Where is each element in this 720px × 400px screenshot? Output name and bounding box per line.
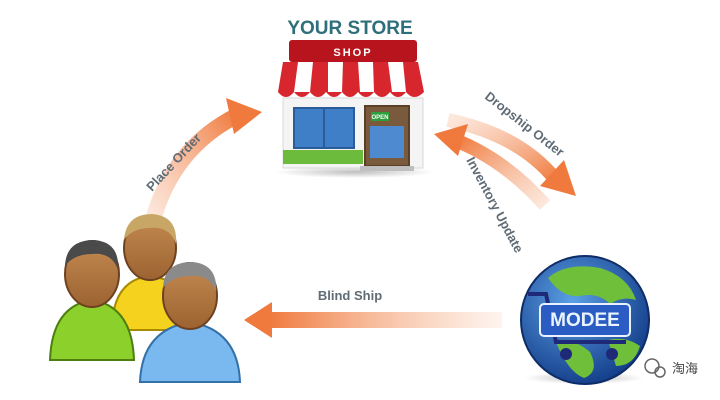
store-building [275, 40, 435, 178]
blind-ship-arrow [244, 302, 502, 338]
place-order-arrow [142, 98, 262, 234]
awning [278, 62, 428, 97]
supplier-globe [520, 255, 650, 385]
cart-icon [528, 292, 631, 360]
shop-sign-text: SHOP [333, 47, 372, 59]
blind-ship-label: Blind Ship [318, 288, 382, 303]
customer-blue [138, 262, 242, 383]
customer-green [48, 240, 136, 361]
grass [283, 150, 363, 164]
watermark-text: 淘海 [672, 362, 698, 377]
inventory-update-arrow [434, 124, 551, 210]
open-sign [371, 112, 389, 121]
dropship-order-arrow [446, 113, 576, 196]
shop-sign-board [289, 40, 417, 62]
store-title: YOUR STORE [287, 18, 412, 39]
customers-group [48, 214, 242, 383]
globe-land [548, 266, 636, 304]
wechat-icon [644, 358, 660, 374]
watermark: 淘海 [644, 358, 698, 378]
supplier-logo-text: MODEE [550, 310, 620, 331]
open-sign-text: OPEN [371, 115, 388, 121]
